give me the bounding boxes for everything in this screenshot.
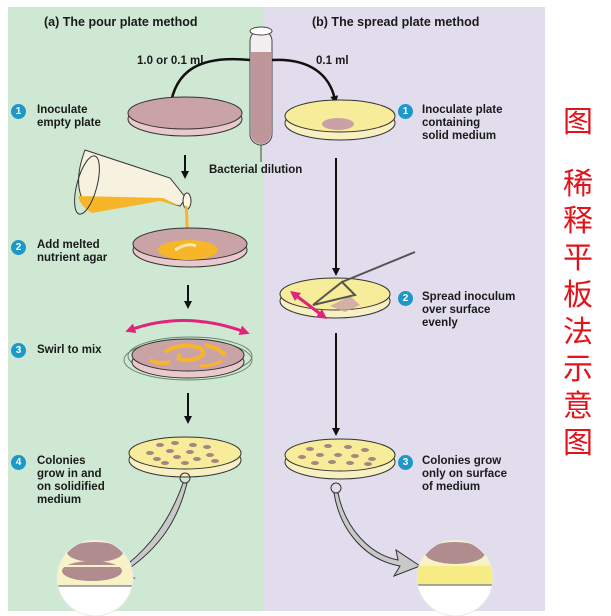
colony-dot: [171, 441, 179, 445]
colony-dot: [364, 462, 372, 466]
colony-dot: [346, 461, 354, 465]
colony-dot: [156, 443, 164, 447]
caption-cn-char: 释: [563, 204, 593, 239]
step-label-spread-1: Inoculate plate containing solid medium: [422, 104, 503, 142]
plate-spreading: [279, 251, 416, 320]
caption-cn-char: 稀: [563, 167, 593, 202]
step-badge-pour-2: 2: [11, 240, 26, 255]
colony-dot: [193, 457, 201, 461]
caption-cn-char: 图: [563, 426, 593, 461]
zoom-inset-spread: [417, 540, 493, 616]
caption-cn-char: 意: [563, 389, 593, 424]
transfer-arrow-spread: [271, 58, 339, 104]
plate-swirl: [123, 318, 253, 381]
step-badge-pour-1: 1: [11, 104, 26, 119]
transfer-arrow-pour: [166, 57, 251, 112]
caption-cn-title: 稀释平板法示意图: [548, 166, 608, 462]
colony-dot: [351, 454, 359, 458]
colony-dot: [316, 453, 324, 457]
caption-cn-char: 平: [563, 241, 593, 276]
step-badge-spread-1: 1: [398, 104, 413, 119]
step-badge-pour-3: 3: [11, 343, 26, 358]
colony-dot: [173, 455, 181, 459]
step-label-pour-4: Colonies grow in and on solidified mediu…: [37, 455, 105, 506]
caption-cn-figure: 图: [563, 105, 593, 140]
magnify-arrow-spread: [333, 492, 422, 577]
colony-dot: [146, 451, 154, 455]
step-badge-spread-2: 2: [398, 291, 413, 306]
plate-colonies-pour: [128, 436, 242, 484]
colony-dot: [328, 460, 336, 464]
colony-dot: [361, 448, 369, 452]
colony-dot: [298, 455, 306, 459]
plate-solid-medium: [284, 99, 396, 141]
step-label-spread-3: Colonies grow only on surface of medium: [422, 455, 507, 493]
colony-dot: [306, 447, 314, 451]
plate-melted-agar: [132, 227, 248, 268]
tube-label: Bacterial dilution: [209, 164, 303, 176]
colony-dot: [334, 453, 342, 457]
colony-dot: [211, 459, 219, 463]
colony-dot: [368, 457, 376, 461]
caption-cn-char: 示: [563, 352, 593, 387]
caption-cn-char: 板: [563, 278, 593, 313]
colony-dot: [344, 445, 352, 449]
flask-icon: [74, 149, 192, 249]
colony-dot: [203, 445, 211, 449]
step-label-spread-2: Spread inoculum over surface evenly: [422, 291, 516, 329]
test-tube-icon: [249, 26, 273, 162]
pour-plate-title: (a) The pour plate method: [44, 15, 198, 29]
colony-dot: [311, 461, 319, 465]
colony-dot: [186, 450, 194, 454]
colony-dot: [324, 444, 332, 448]
spread-plate-title: (b) The spread plate method: [312, 15, 480, 29]
plate-colonies-spread: [284, 438, 396, 494]
colony-dot: [181, 461, 189, 465]
colony-dot: [189, 443, 197, 447]
zoom-inset-pour: [57, 540, 133, 616]
colony-dot: [206, 453, 214, 457]
step-badge-spread-3: 3: [398, 455, 413, 470]
colony-dot: [161, 461, 169, 465]
plate-inoculated-empty: [127, 96, 243, 137]
step-label-pour-3: Swirl to mix: [37, 344, 102, 356]
pour-volume-label: 1.0 or 0.1 ml: [137, 55, 204, 67]
step-badge-pour-4: 4: [11, 455, 26, 470]
colony-dot: [166, 449, 174, 453]
step-label-pour-2: Add melted nutrient agar: [37, 239, 108, 264]
spread-volume-label: 0.1 ml: [316, 55, 349, 67]
caption-cn-char: 法: [563, 315, 593, 350]
colony-dot: [153, 457, 161, 461]
step-label-pour-1: Inoculate empty plate: [37, 104, 101, 129]
